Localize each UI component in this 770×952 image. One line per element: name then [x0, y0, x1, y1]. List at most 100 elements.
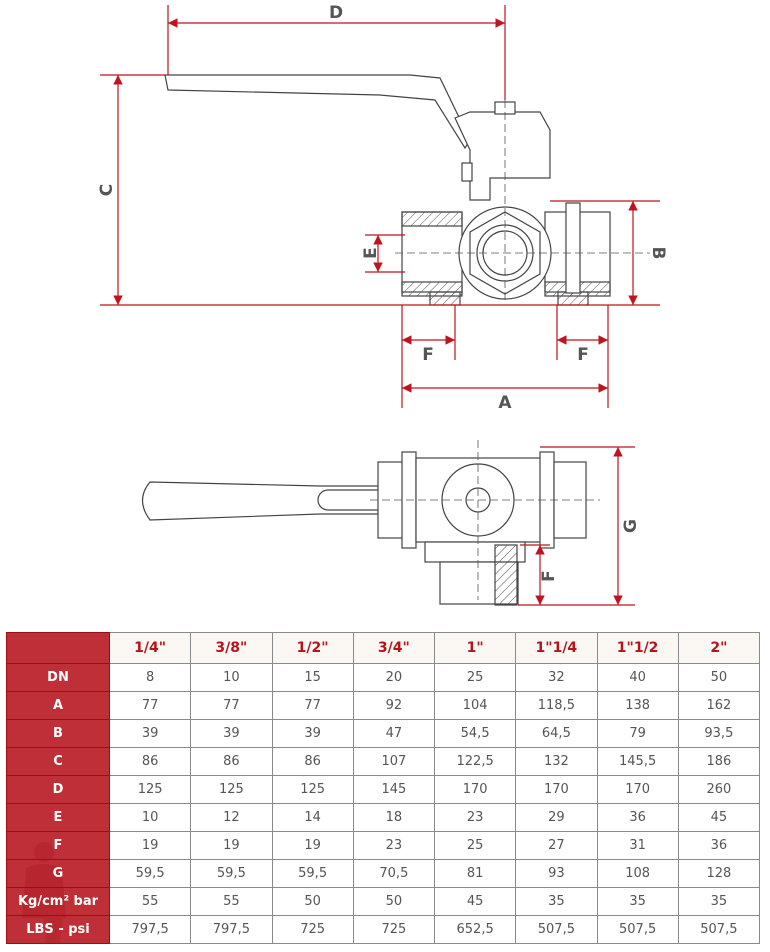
table-cell: 19	[108, 831, 192, 860]
table-cell: 10	[190, 663, 273, 692]
table-cell: 27	[515, 831, 598, 860]
label-b: B	[648, 247, 668, 260]
size-header: 1/4"	[108, 632, 192, 664]
table-cell: 25	[433, 831, 517, 860]
table-cell: 54,5	[433, 719, 517, 748]
table-cell: 170	[515, 775, 598, 804]
table-cell: 31	[596, 831, 679, 860]
row-label: DN	[6, 663, 110, 692]
table-cell: 10	[108, 803, 192, 832]
table-cell: 15	[271, 663, 354, 692]
table-cell: 108	[596, 859, 679, 888]
table-cell: 35	[515, 887, 598, 916]
dimensions-table: 1/4" 3/8" 1/2" 3/4" 1" 1"1/4 1"1/2 2" DN…	[6, 632, 761, 944]
size-header: 1/2"	[271, 632, 354, 664]
table-cell: 507,5	[677, 915, 761, 944]
table-cell: 260	[677, 775, 761, 804]
table-cell: 20	[352, 663, 436, 692]
row-label: A	[6, 691, 110, 720]
table-cell: 12	[190, 803, 273, 832]
table-cell: 55	[108, 887, 192, 916]
table-cell: 125	[108, 775, 192, 804]
handle-cap	[454, 111, 551, 201]
table-cell: 86	[190, 747, 273, 776]
size-header: 2"	[677, 632, 761, 664]
table-cell: 59,5	[108, 859, 192, 888]
table-cell: 50	[677, 663, 761, 692]
table-cell: 39	[108, 719, 192, 748]
table-cell: 797,5	[108, 915, 192, 944]
table-corner	[6, 632, 110, 664]
table-cell: 507,5	[596, 915, 679, 944]
row-label: F	[6, 831, 110, 860]
table-cell: 19	[190, 831, 273, 860]
table-cell: 40	[596, 663, 679, 692]
table-cell: 14	[271, 803, 354, 832]
table-cell: 45	[433, 887, 517, 916]
table-cell: 25	[433, 663, 517, 692]
table-cell: 104	[433, 691, 517, 720]
table-cell: 50	[352, 887, 436, 916]
table-cell: 79	[596, 719, 679, 748]
table-cell: 186	[677, 747, 761, 776]
table-cell: 725	[352, 915, 436, 944]
table-cell: 64,5	[515, 719, 598, 748]
label-f-left: F	[422, 345, 434, 365]
table-cell: 29	[515, 803, 598, 832]
size-header: 1"1/4	[515, 632, 598, 664]
label-g: G	[621, 519, 641, 533]
table-cell: 132	[515, 747, 598, 776]
table-cell: 125	[190, 775, 273, 804]
table-cell: 19	[271, 831, 354, 860]
table-cell: 93	[515, 859, 598, 888]
label-c: C	[97, 184, 117, 196]
table-cell: 86	[271, 747, 354, 776]
table-cell: 70,5	[352, 859, 436, 888]
valve-technical-drawing: D C B E F F A G F	[97, 3, 668, 606]
table-cell: 118,5	[515, 691, 598, 720]
table-cell: 55	[190, 887, 273, 916]
row-label: E	[6, 803, 110, 832]
table-cell: 81	[433, 859, 517, 888]
label-f-bottom: F	[539, 570, 559, 582]
table-cell: 145	[352, 775, 436, 804]
table-cell: 23	[433, 803, 517, 832]
lever-handle	[164, 74, 471, 150]
table-cell: 86	[108, 747, 192, 776]
table-cell: 122,5	[433, 747, 517, 776]
table-cell: 39	[190, 719, 273, 748]
size-header: 3/8"	[190, 632, 273, 664]
table-cell: 162	[677, 691, 761, 720]
table-cell: 23	[352, 831, 436, 860]
table-cell: 507,5	[515, 915, 598, 944]
table-cell: 59,5	[271, 859, 354, 888]
table-cell: 107	[352, 747, 436, 776]
row-label: C	[6, 747, 110, 776]
size-header-row: 1/4" 3/8" 1/2" 3/4" 1" 1"1/4 1"1/2 2"	[6, 632, 761, 664]
size-header: 1"	[433, 632, 517, 664]
table-cell: 652,5	[433, 915, 517, 944]
table-cell: 125	[271, 775, 354, 804]
table-cell: 35	[677, 887, 761, 916]
table-cell: 77	[108, 691, 192, 720]
size-header: 3/4"	[352, 632, 436, 664]
label-f-right: F	[577, 345, 589, 365]
table-cell: 92	[352, 691, 436, 720]
table-cell: 797,5	[190, 915, 273, 944]
table-cell: 36	[677, 831, 761, 860]
valve-top-view	[141, 451, 587, 606]
row-label: D	[6, 775, 110, 804]
table-cell: 59,5	[190, 859, 273, 888]
table-cell: 18	[352, 803, 436, 832]
size-header: 1"1/2	[596, 632, 679, 664]
table-cell: 170	[596, 775, 679, 804]
table-cell: 138	[596, 691, 679, 720]
table-cell: 39	[271, 719, 354, 748]
label-d: D	[329, 3, 343, 23]
dimension-lines	[100, 5, 660, 408]
